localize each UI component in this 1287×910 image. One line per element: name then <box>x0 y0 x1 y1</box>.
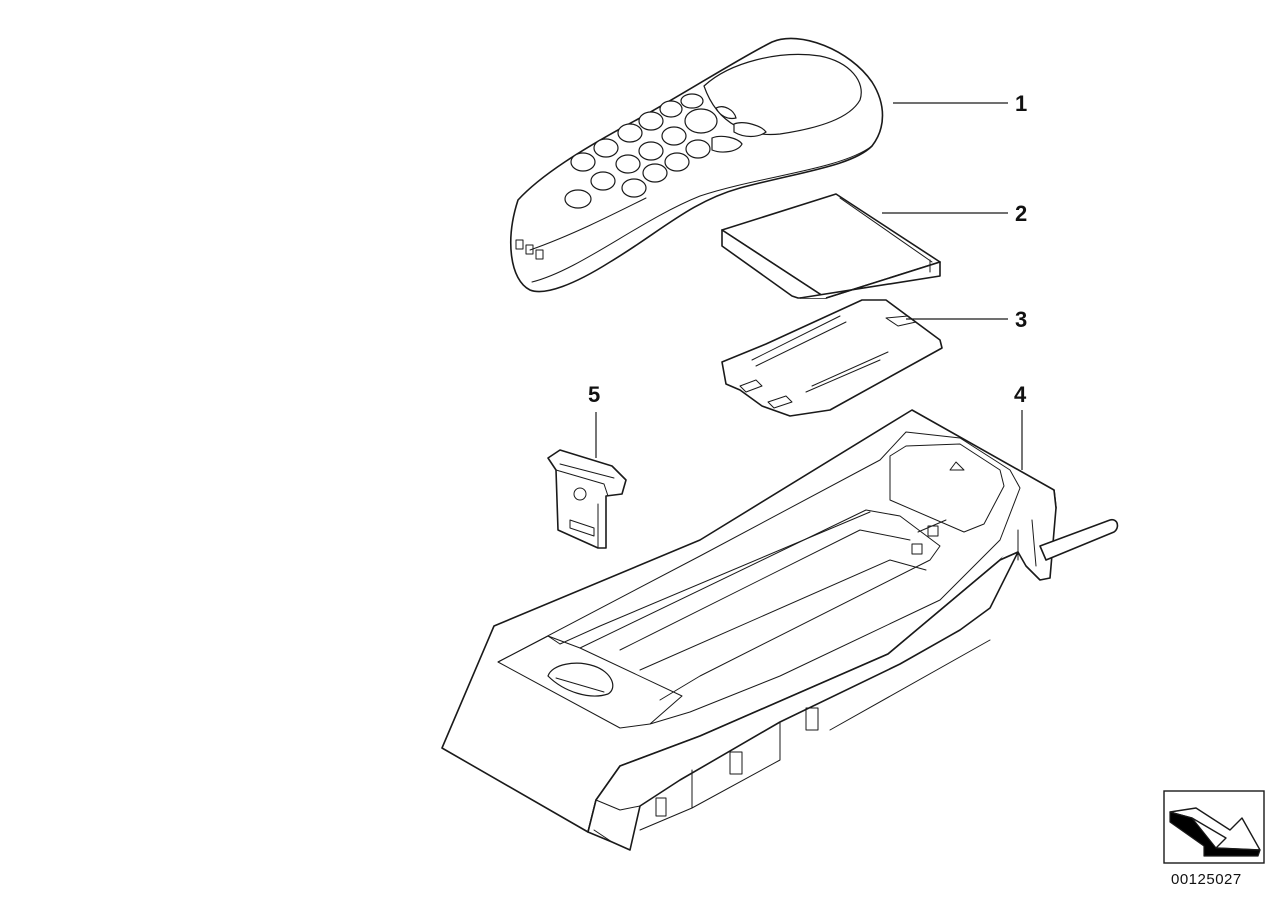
callout-3: 3 <box>1015 307 1027 332</box>
callout-1: 1 <box>1015 91 1027 116</box>
leader-lines <box>595 102 1023 470</box>
handset-keypad <box>564 93 767 209</box>
clip[interactable] <box>547 449 627 549</box>
callout-4: 4 <box>1014 382 1027 407</box>
document-number: 00125027 <box>1171 871 1242 888</box>
direction-arrow-icon <box>1163 790 1265 864</box>
callout-2: 2 <box>1015 201 1027 226</box>
handset[interactable] <box>510 37 884 293</box>
battery[interactable] <box>721 193 941 299</box>
battery-cover[interactable] <box>721 299 943 417</box>
callout-5: 5 <box>588 382 600 407</box>
cradle[interactable] <box>441 409 1119 851</box>
